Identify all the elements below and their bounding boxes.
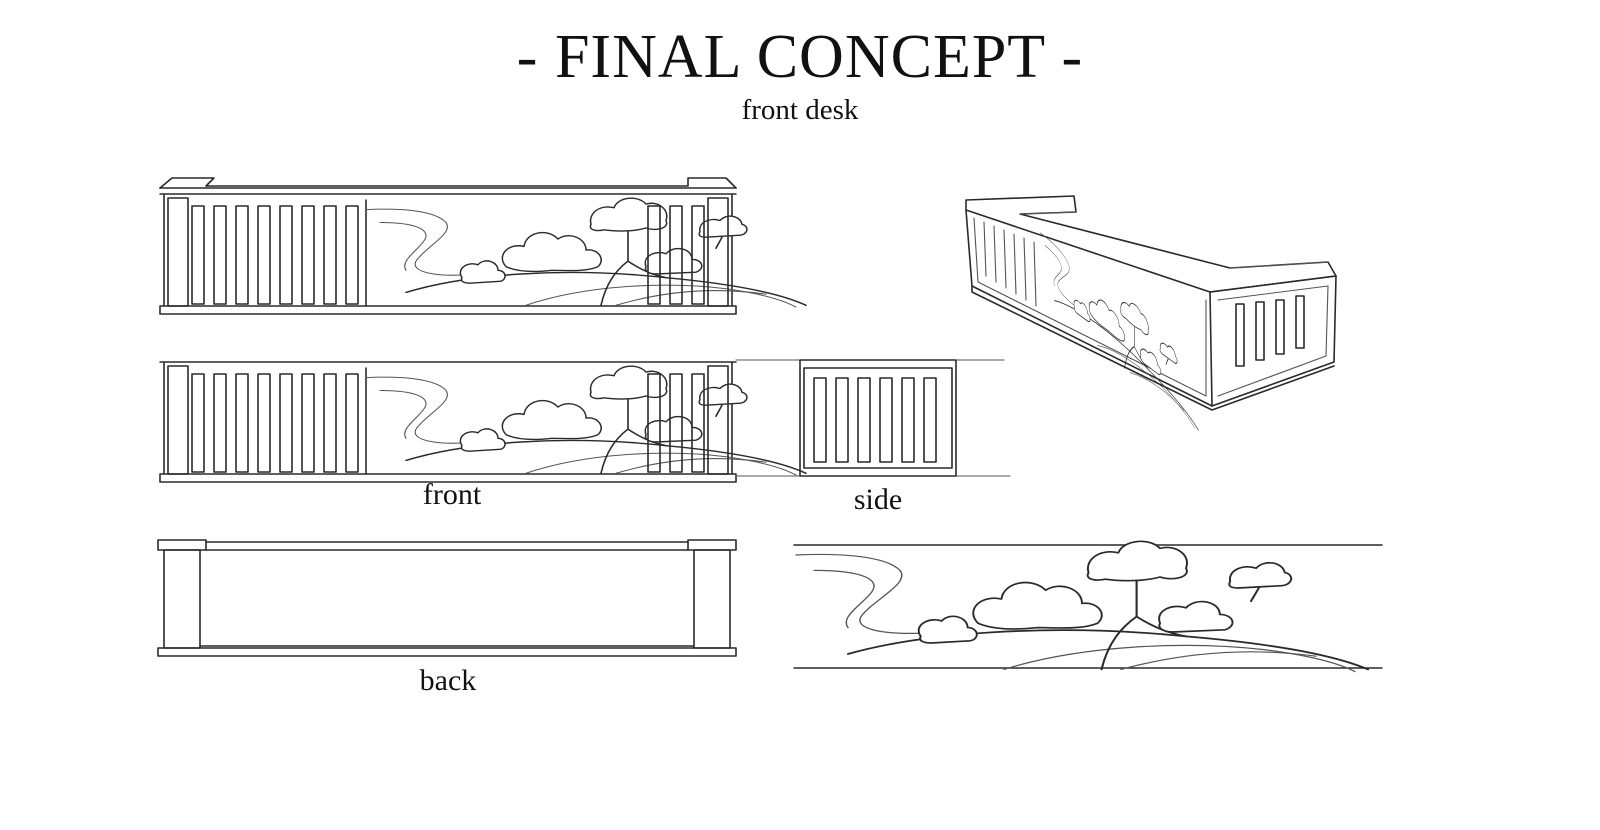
front-elevation-view [160, 362, 806, 482]
side-elevation-view [799, 359, 957, 477]
sheet-title: - FINAL CONCEPT - [516, 23, 1084, 91]
back-elevation-view [157, 539, 737, 657]
front-view-label: front [422, 478, 482, 511]
landscape-panel-detail [793, 540, 1383, 673]
back-view-label: back [419, 664, 477, 697]
front-elevation-top [159, 177, 806, 314]
sheet-subtitle: front desk [741, 94, 859, 126]
side-view-label: side [853, 483, 903, 516]
perspective-view [965, 195, 1337, 432]
